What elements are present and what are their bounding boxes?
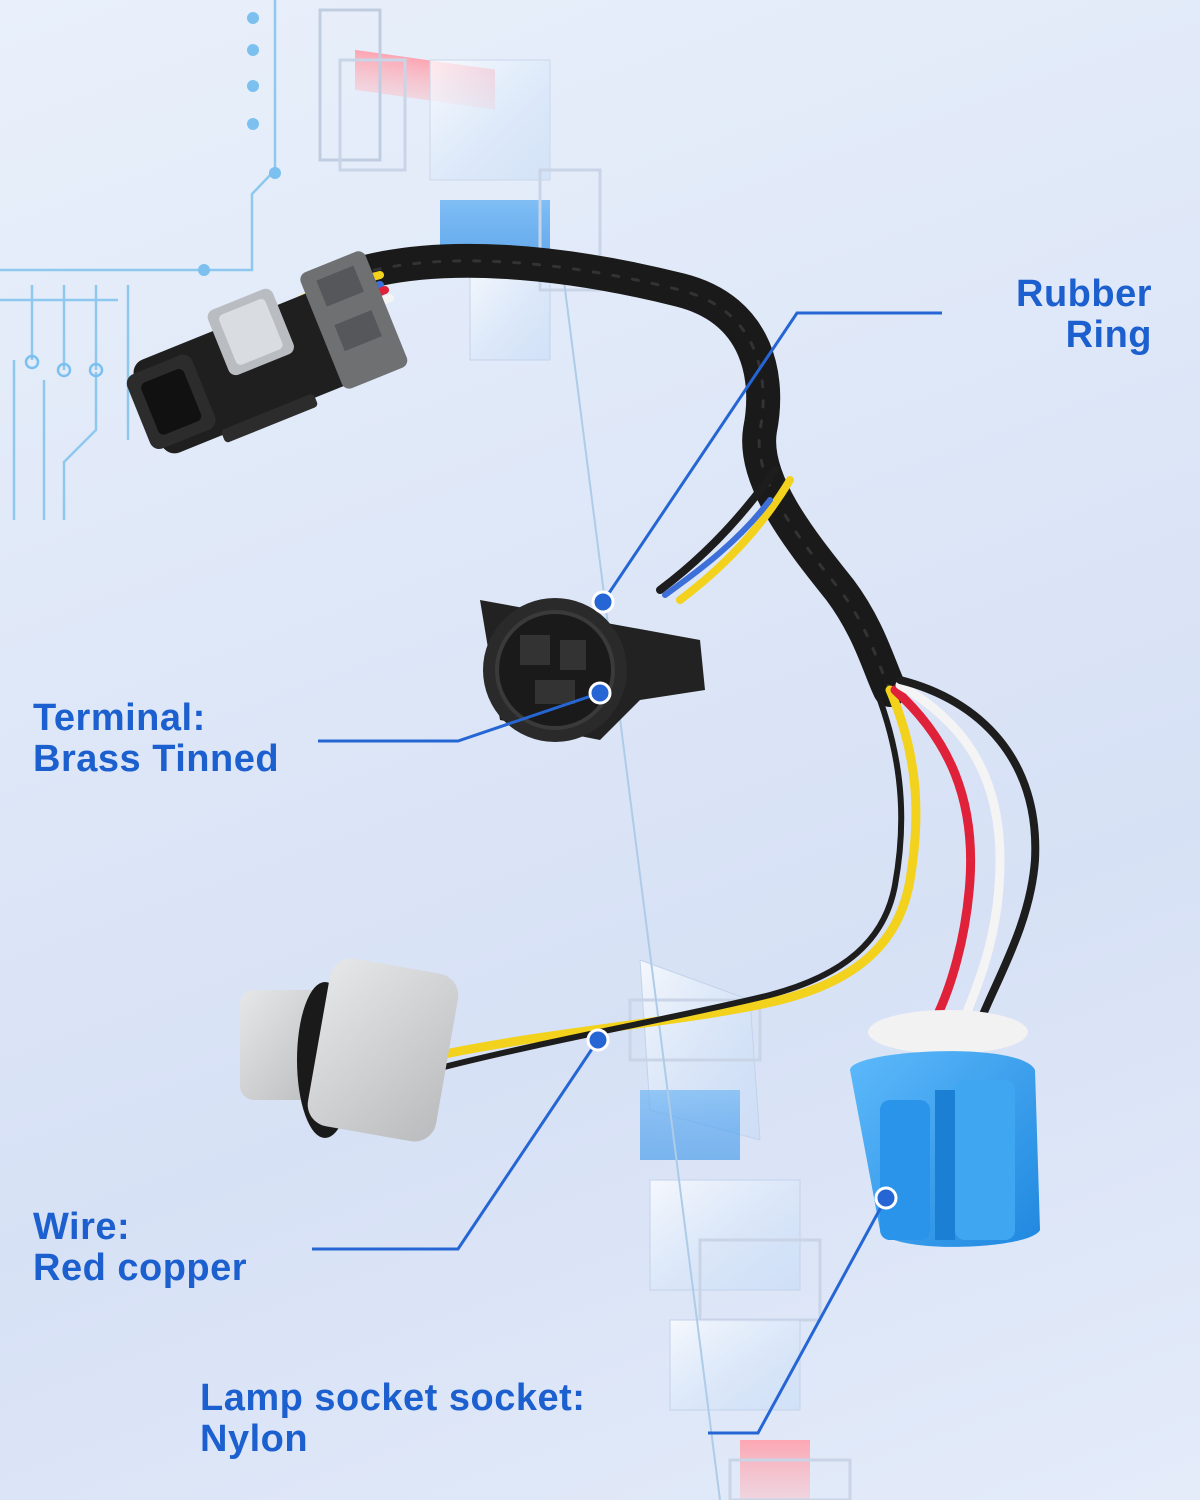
leader-lines — [312, 311, 942, 1435]
callout-lamp-socket-line2: Nylon — [200, 1418, 309, 1461]
callout-rubber-ring-line1: Rubber — [1016, 273, 1152, 315]
main-connector — [126, 251, 408, 454]
gray-socket — [240, 958, 459, 1142]
leader-dots — [586, 590, 898, 1210]
circuit-decoration — [0, 0, 277, 520]
nylon-socket — [850, 1010, 1040, 1247]
callout-terminal-line1: Terminal: — [33, 697, 206, 739]
callout-terminal-line2: Brass Tinned — [33, 738, 280, 781]
wire-harness — [296, 243, 1040, 1071]
callout-lamp-socket-line1: Lamp socket socket: — [200, 1377, 586, 1419]
circuit-dots — [24, 12, 281, 378]
callout-terminal: Terminal: Brass Tinned — [33, 697, 280, 781]
callout-rubber-ring-line2: Ring — [1065, 314, 1152, 357]
callout-wire: Wire: Red copper — [33, 1206, 248, 1290]
callout-lamp-socket: Lamp socket socket: Nylon — [200, 1377, 586, 1461]
callout-wire-line2: Red copper — [33, 1247, 248, 1290]
callout-rubber-ring: Rubber Ring — [1016, 273, 1152, 357]
callout-wire-line1: Wire: — [33, 1206, 131, 1248]
round-socket — [480, 598, 705, 742]
glass-block-decoration — [318, 8, 852, 1500]
